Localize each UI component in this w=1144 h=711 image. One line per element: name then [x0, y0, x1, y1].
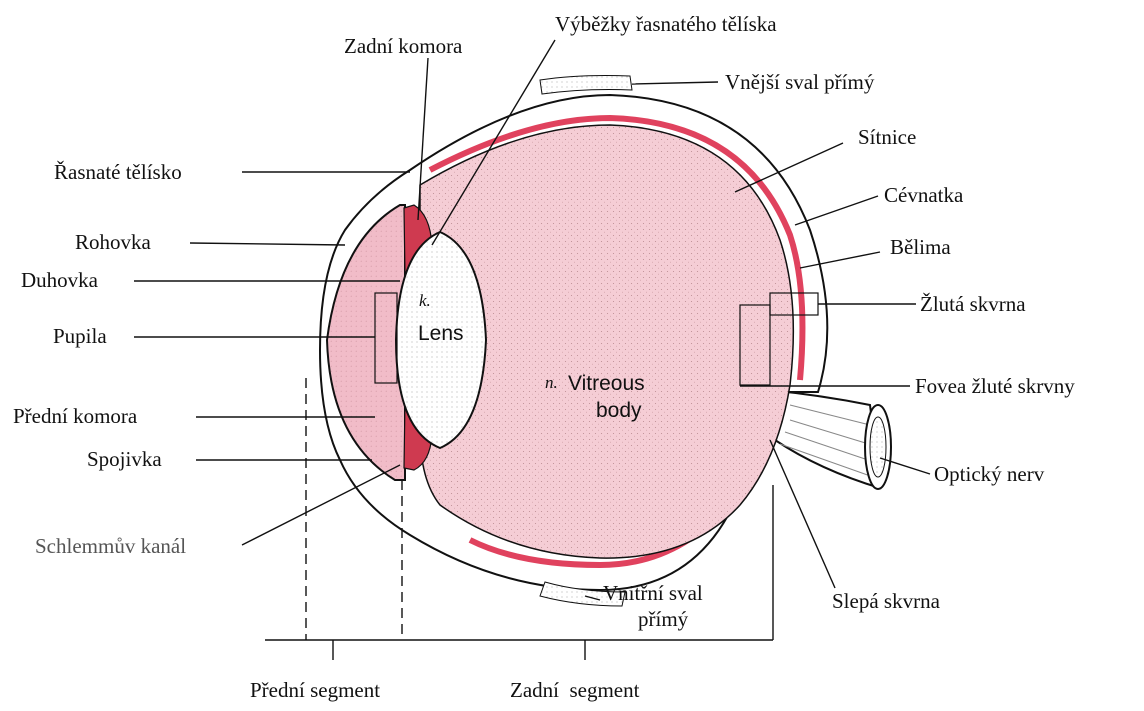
- label-predni-komora: Přední komora: [13, 404, 138, 428]
- label-zluta-skvrna: Žlutá skvrna: [920, 292, 1026, 316]
- label-zadni-komora: Zadní komora: [344, 34, 463, 58]
- label-vnitrni-sval-2: přímý: [638, 607, 689, 631]
- label-vnitrni-sval-1: Vnitřní sval: [603, 581, 703, 605]
- label-vitreous-2: body: [596, 399, 642, 422]
- label-spojivka: Spojivka: [87, 447, 162, 471]
- label-rohovka: Rohovka: [75, 230, 152, 254]
- leader-vnejsi-sval: [632, 82, 718, 84]
- label-zadni-segment: Zadní segment: [510, 678, 640, 702]
- label-belima: Bělima: [890, 235, 951, 259]
- leader-rohovka: [190, 243, 345, 245]
- leader-cevnatka: [795, 196, 878, 225]
- label-duhovka: Duhovka: [21, 268, 99, 292]
- label-lens-letter: k.: [419, 291, 431, 310]
- label-vybezky: Výběžky řasnatého tělíska: [555, 12, 777, 36]
- label-cevnatka: Cévnatka: [884, 183, 964, 207]
- label-vnejsi-sval: Vnější sval přímý: [725, 70, 875, 94]
- label-lens: Lens: [418, 322, 464, 345]
- label-fovea: Fovea žluté skrvny: [915, 374, 1075, 398]
- label-schlemmuv-kanal: Schlemmův kanál: [35, 534, 186, 558]
- label-opticky-nerv: Optický nerv: [934, 462, 1045, 486]
- label-predni-segment: Přední segment: [250, 678, 380, 702]
- label-vitreous-1: Vitreous: [568, 372, 645, 395]
- label-pupila: Pupila: [53, 324, 107, 348]
- label-slepa-skvrna: Slepá skvrna: [832, 589, 941, 613]
- label-rasnate-telisko: Řasnaté tělísko: [54, 160, 182, 184]
- upper-muscle: [540, 76, 632, 95]
- label-vitreous-letter: n.: [545, 373, 558, 392]
- label-sitnice: Sítnice: [858, 125, 916, 149]
